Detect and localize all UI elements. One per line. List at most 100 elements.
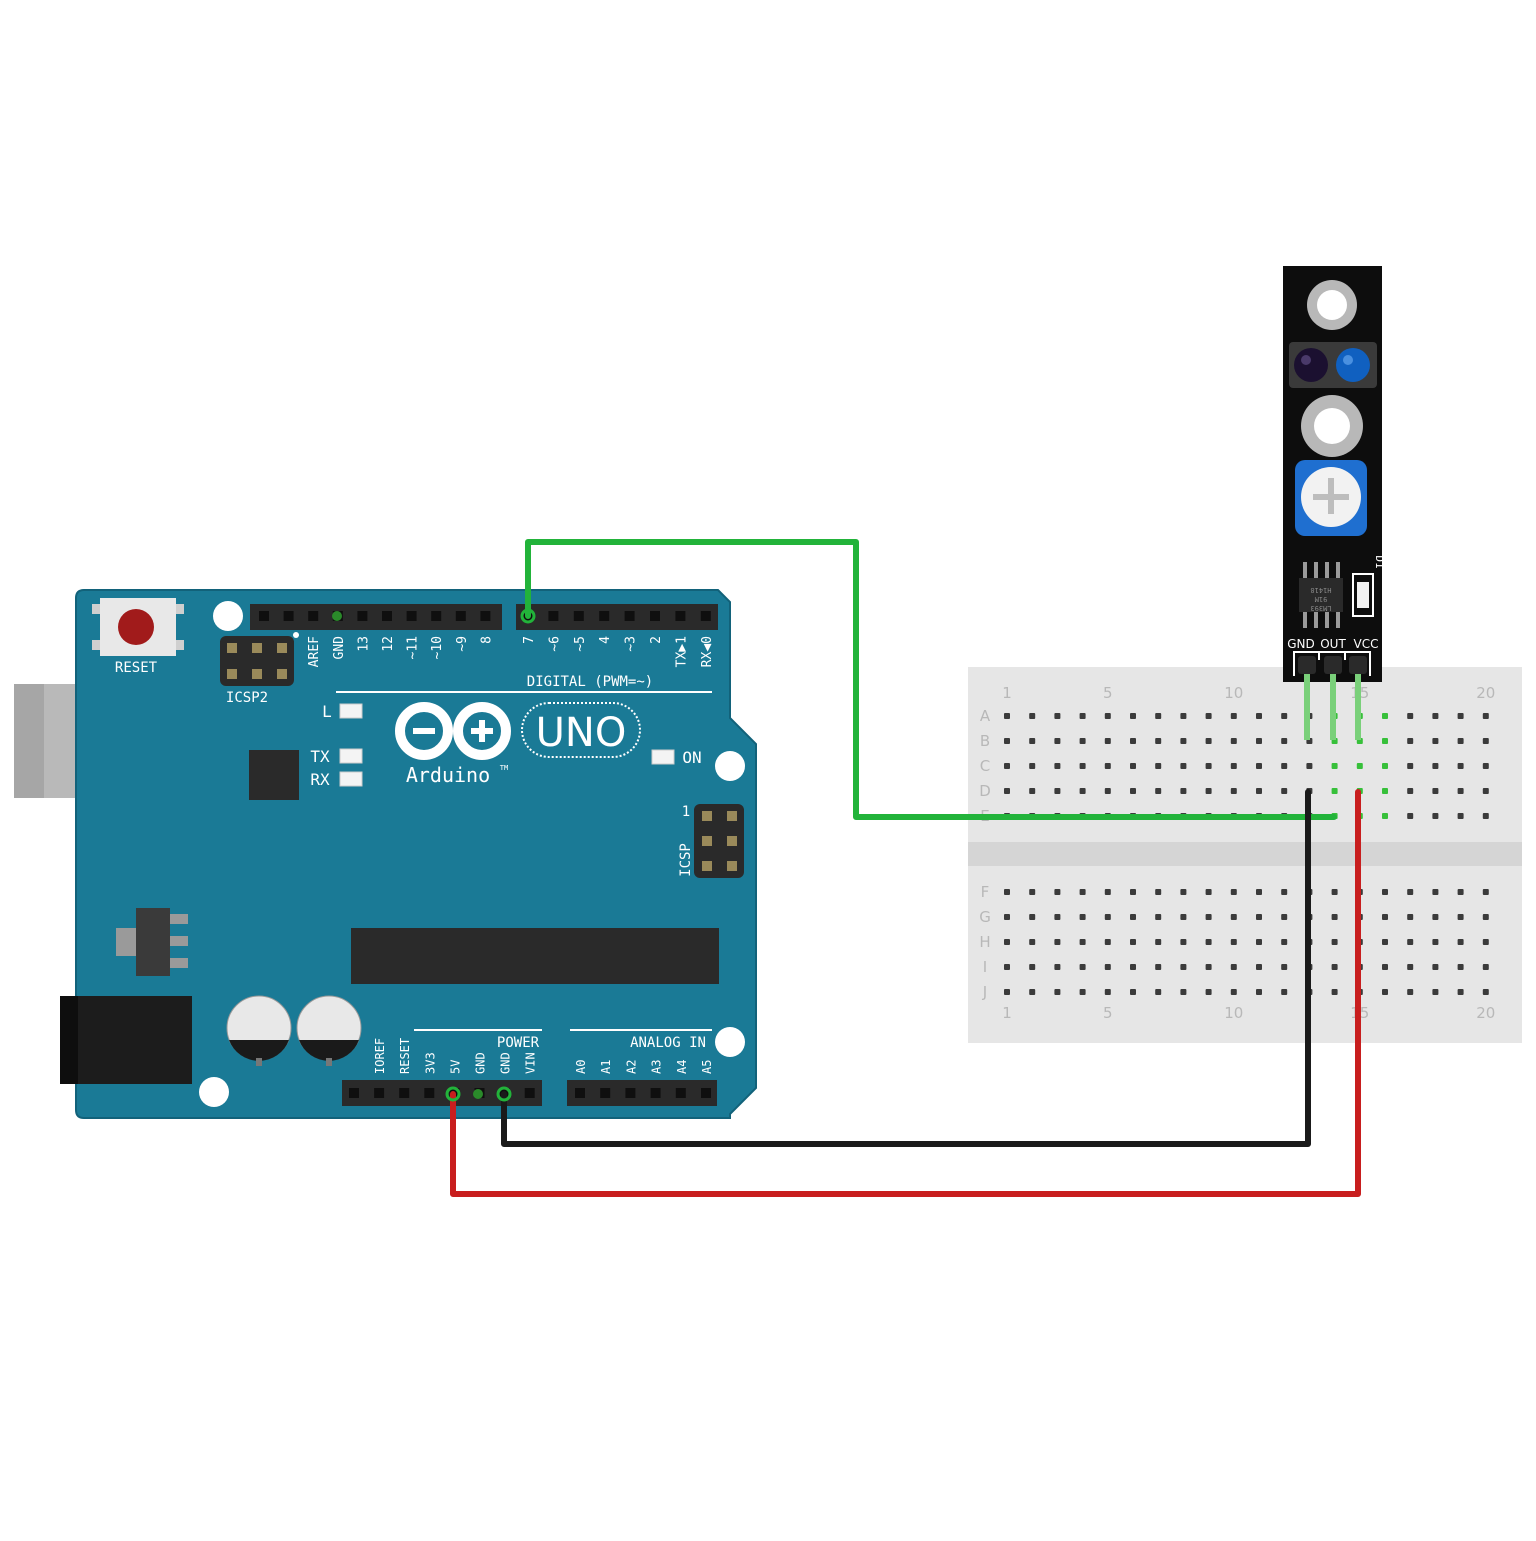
breadboard-hole[interactable]	[1079, 788, 1086, 794]
breadboard-hole[interactable]	[1230, 989, 1237, 995]
breadboard-hole[interactable]	[1457, 964, 1464, 970]
breadboard-hole[interactable]	[1432, 738, 1439, 744]
breadboard-hole[interactable]	[1155, 738, 1162, 744]
breadboard-hole[interactable]	[1482, 813, 1489, 819]
ground-wire[interactable]	[501, 789, 1311, 1147]
breadboard-hole[interactable]	[1205, 914, 1212, 920]
header-pin[interactable]	[700, 611, 711, 621]
breadboard-hole[interactable]	[1457, 939, 1464, 945]
breadboard-hole[interactable]	[1331, 989, 1338, 995]
breadboard-hole[interactable]	[1482, 964, 1489, 970]
header-pin[interactable]	[455, 611, 466, 621]
breadboard-hole[interactable]	[1457, 989, 1464, 995]
breadboard-hole[interactable]	[1432, 939, 1439, 945]
breadboard-hole[interactable]	[1104, 763, 1111, 769]
breadboard-hole[interactable]	[1104, 738, 1111, 744]
breadboard-hole[interactable]	[1079, 914, 1086, 920]
breadboard-hole[interactable]	[1104, 713, 1111, 719]
breadboard-hole[interactable]	[1256, 914, 1262, 920]
breadboard-hole[interactable]	[1205, 713, 1212, 719]
header-pin[interactable]	[349, 1088, 359, 1098]
breadboard-hole[interactable]	[1004, 763, 1010, 769]
header-pin[interactable]	[624, 611, 635, 621]
breadboard-hole[interactable]	[1407, 914, 1414, 920]
header-pin[interactable]	[650, 611, 660, 621]
breadboard-hole[interactable]	[1029, 989, 1036, 995]
breadboard-hole[interactable]	[1407, 788, 1414, 794]
breadboard-hole[interactable]	[1256, 964, 1262, 970]
breadboard-hole[interactable]	[1331, 914, 1338, 920]
breadboard-hole[interactable]	[1281, 889, 1288, 895]
breadboard-hole[interactable]	[1029, 713, 1036, 719]
breadboard-hole[interactable]	[1155, 914, 1162, 920]
breadboard-hole[interactable]	[1382, 989, 1388, 995]
breadboard-hole[interactable]	[1079, 713, 1086, 719]
breadboard-hole[interactable]	[1029, 763, 1036, 769]
breadboard-hole[interactable]	[1104, 914, 1111, 920]
header-pin[interactable]	[480, 611, 491, 621]
breadboard-hole[interactable]	[1230, 914, 1237, 920]
breadboard-hole[interactable]	[1180, 914, 1187, 920]
breadboard-hole[interactable]	[1432, 813, 1439, 819]
breadboard-hole[interactable]	[1457, 889, 1464, 895]
breadboard-hole[interactable]	[1432, 788, 1439, 794]
breadboard-hole[interactable]	[1155, 763, 1162, 769]
breadboard-hole[interactable]	[1382, 813, 1388, 819]
breadboard-hole[interactable]	[1155, 964, 1162, 970]
breadboard-hole[interactable]	[1130, 964, 1136, 970]
breadboard-hole[interactable]	[1331, 763, 1338, 769]
breadboard-hole[interactable]	[1230, 738, 1237, 744]
breadboard-hole[interactable]	[1256, 889, 1262, 895]
header-pin[interactable]	[399, 1088, 410, 1098]
breadboard-hole[interactable]	[1180, 738, 1187, 744]
breadboard-hole[interactable]	[1054, 889, 1061, 895]
breadboard-hole[interactable]	[1205, 763, 1212, 769]
header-pin[interactable]	[406, 611, 417, 621]
breadboard-hole[interactable]	[1004, 738, 1010, 744]
header-pin[interactable]	[650, 1088, 661, 1098]
breadboard-hole[interactable]	[1054, 788, 1061, 794]
breadboard-hole[interactable]	[1482, 939, 1489, 945]
breadboard-hole[interactable]	[1382, 939, 1388, 945]
breadboard-hole[interactable]	[1004, 713, 1010, 719]
breadboard-hole[interactable]	[1029, 889, 1036, 895]
breadboard-hole[interactable]	[1407, 939, 1414, 945]
breadboard-hole[interactable]	[1382, 713, 1388, 719]
header-pin[interactable]	[524, 1088, 535, 1098]
breadboard-hole[interactable]	[1004, 914, 1010, 920]
breadboard-hole[interactable]	[1054, 914, 1061, 920]
header-pin[interactable]	[424, 1088, 435, 1098]
breadboard-hole[interactable]	[1281, 713, 1288, 719]
breadboard-hole[interactable]	[1482, 713, 1489, 719]
breadboard-hole[interactable]	[1004, 989, 1010, 995]
sensor-pin-leg[interactable]	[1355, 664, 1361, 740]
breadboard-hole[interactable]	[1256, 939, 1262, 945]
breadboard-hole[interactable]	[1382, 788, 1388, 794]
header-pin[interactable]	[259, 611, 269, 621]
breadboard-hole[interactable]	[1256, 713, 1262, 719]
breadboard-hole[interactable]	[1155, 939, 1162, 945]
breadboard-hole[interactable]	[1130, 939, 1136, 945]
breadboard-hole[interactable]	[1331, 889, 1338, 895]
breadboard-hole[interactable]	[1205, 989, 1212, 995]
breadboard-hole[interactable]	[1029, 914, 1036, 920]
breadboard-hole[interactable]	[1004, 788, 1010, 794]
breadboard-hole[interactable]	[1432, 763, 1439, 769]
breadboard-hole[interactable]	[1155, 889, 1162, 895]
breadboard-hole[interactable]	[1180, 763, 1187, 769]
breadboard-hole[interactable]	[1256, 788, 1262, 794]
breadboard-hole[interactable]	[1356, 763, 1363, 769]
header-pin[interactable]	[308, 611, 319, 621]
breadboard-hole[interactable]	[1079, 939, 1086, 945]
breadboard-hole[interactable]	[1054, 964, 1061, 970]
breadboard-hole[interactable]	[1331, 788, 1338, 794]
breadboard-hole[interactable]	[1230, 939, 1237, 945]
breadboard-hole[interactable]	[1407, 763, 1414, 769]
breadboard-hole[interactable]	[1004, 964, 1010, 970]
header-pin[interactable]	[283, 611, 294, 621]
breadboard-hole[interactable]	[1054, 738, 1061, 744]
header-pin[interactable]	[675, 1088, 686, 1098]
breadboard-hole[interactable]	[1382, 964, 1388, 970]
breadboard-hole[interactable]	[1382, 914, 1388, 920]
header-pin[interactable]	[575, 1088, 585, 1098]
